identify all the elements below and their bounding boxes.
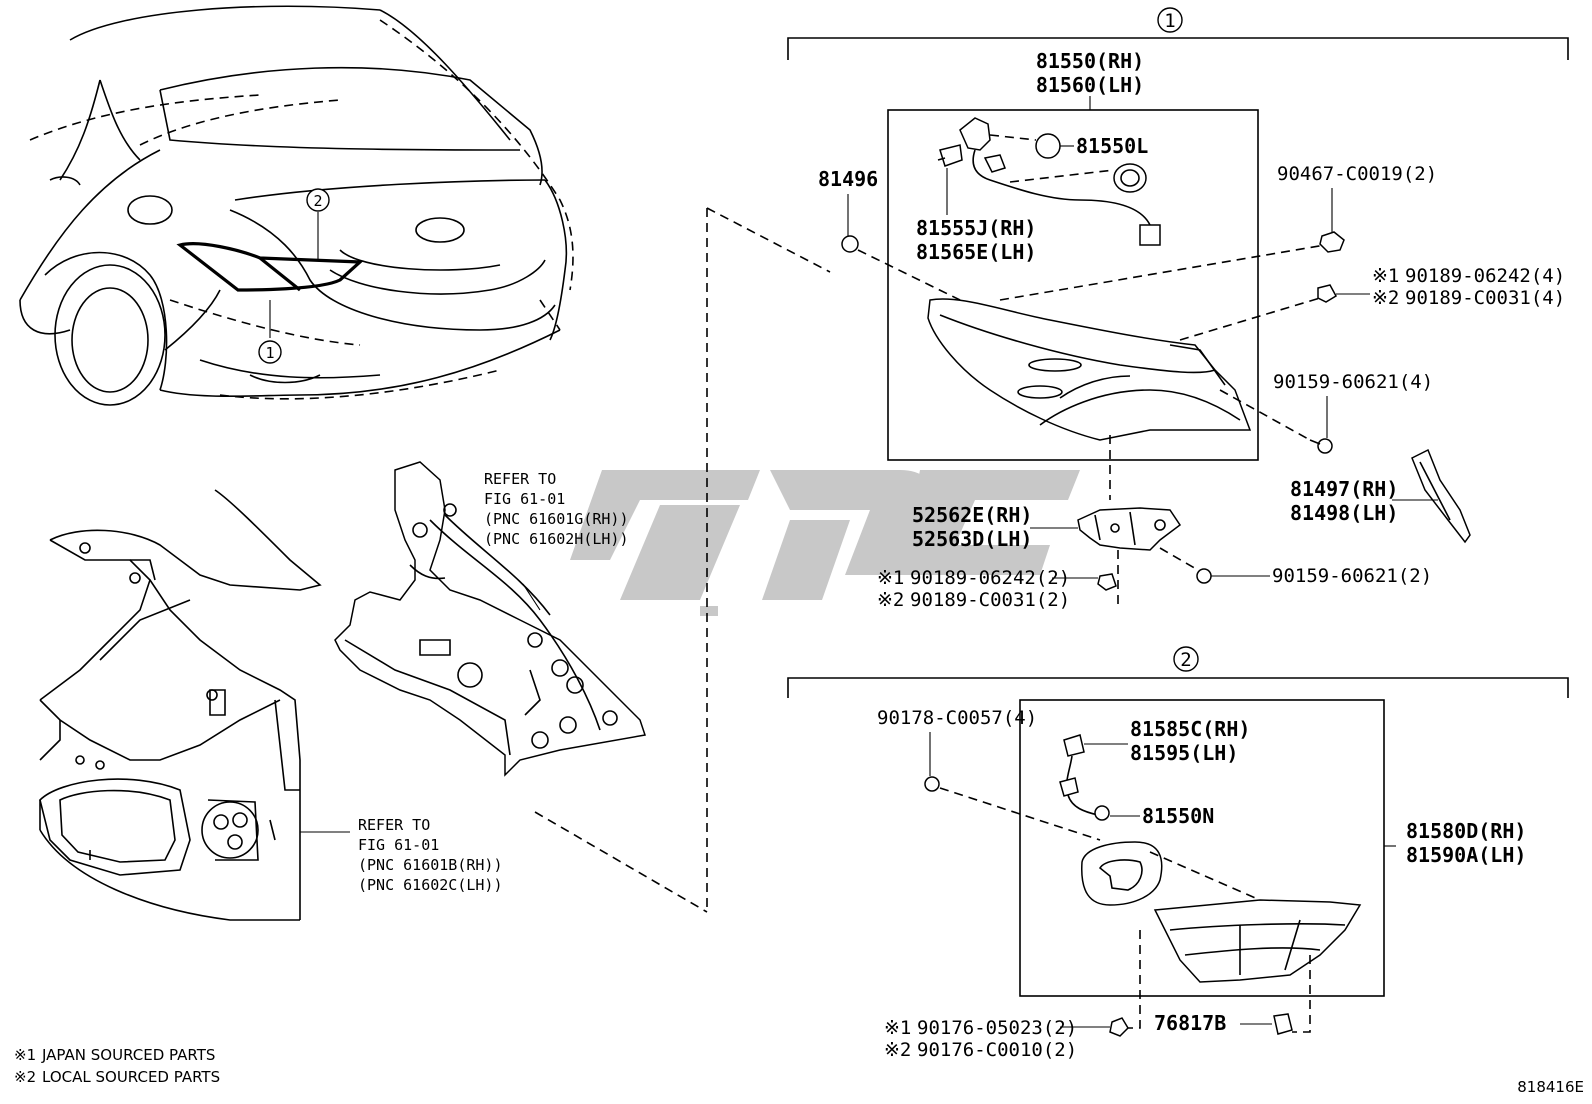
g2-nut bbox=[1109, 1017, 1129, 1037]
g1-bracket bbox=[1077, 507, 1182, 551]
g1-bracket-screw-1: 90189-06242(2) bbox=[910, 567, 1070, 589]
g1-nut-top-label: 90467-C0019(2) bbox=[1277, 163, 1437, 185]
connector-dash-bottom bbox=[534, 811, 708, 913]
figure-code: 818416E bbox=[1517, 1078, 1584, 1096]
g2-assembly-rh: 81580D(RH) bbox=[1406, 819, 1526, 843]
g1-bracket-screw-mark1: ※1 bbox=[877, 567, 904, 589]
g1-bracket-screw-mark2: ※2 bbox=[877, 589, 904, 611]
g2-clip-dash bbox=[939, 787, 1101, 841]
svg-text:(PNC 61601B(RH)): (PNC 61601B(RH)) bbox=[358, 856, 503, 874]
g2-bulb-label: 81550N bbox=[1142, 804, 1214, 828]
g1-grommet-dash bbox=[1009, 169, 1115, 183]
g1-bolt-shank bbox=[1309, 439, 1321, 445]
car-callout-1: 1 bbox=[258, 340, 282, 364]
g2-retainer bbox=[1273, 1013, 1293, 1035]
g2-nut-mark1: ※1 bbox=[884, 1017, 911, 1039]
g1-bulb-label: 81550L bbox=[1076, 134, 1148, 158]
g1-screw-dash bbox=[1179, 297, 1321, 341]
g2-clip bbox=[924, 776, 940, 792]
g2-nut-mark2: ※2 bbox=[884, 1039, 911, 1061]
g1-assembly-rh: 81550(RH) bbox=[1036, 49, 1144, 73]
g1-nut-dash bbox=[999, 244, 1326, 301]
g1-screw-right-1: 90189-06242(4) bbox=[1405, 265, 1565, 287]
footnotes: ※1 JAPAN SOURCED PARTS ※2 LOCAL SOURCED … bbox=[14, 1046, 220, 1086]
g1-bracket-bolt bbox=[1196, 568, 1212, 584]
svg-text:(PNC 61602C(LH)): (PNC 61602C(LH)) bbox=[358, 876, 503, 894]
g1-bracket-rh: 52562E(RH) bbox=[912, 503, 1032, 527]
footnote-1-text: JAPAN SOURCED PARTS bbox=[41, 1046, 215, 1064]
body-panel-illustration bbox=[39, 489, 322, 921]
refer-upper: REFER TO FIG 61-01 (PNC 61601G(RH)) (PNC… bbox=[484, 470, 629, 548]
g1-bulb bbox=[1035, 133, 1061, 159]
refer-lower: REFER TO FIG 61-01 (PNC 61601B(RH)) (PNC… bbox=[358, 816, 503, 894]
footnote-2-mark: ※2 bbox=[14, 1068, 36, 1086]
g1-screw-right-2: 90189-C0031(4) bbox=[1405, 287, 1565, 309]
g2-assembly-lh: 81590A(LH) bbox=[1406, 843, 1526, 867]
footnote-1-mark: ※1 bbox=[14, 1046, 36, 1064]
g2-retainer-label: 76817B bbox=[1154, 1011, 1226, 1035]
g1-screw-right-mark2: ※2 bbox=[1372, 287, 1399, 309]
g2-socket-lh: 81595(LH) bbox=[1130, 741, 1238, 765]
refer-upper-leader bbox=[522, 583, 541, 611]
svg-text:(PNC 61601G(RH)): (PNC 61601G(RH)) bbox=[484, 510, 629, 528]
g1-socket-wire bbox=[937, 117, 1161, 246]
g1-screw-right-mark1: ※1 bbox=[1372, 265, 1399, 287]
g1-bolt-dash bbox=[1219, 389, 1311, 441]
g1-grommet bbox=[1113, 163, 1147, 193]
g1-bolt-label: 90159-60621(4) bbox=[1273, 371, 1433, 393]
g1-bracket-screw-2: 90189-C0031(2) bbox=[910, 589, 1070, 611]
g2-gasket-dash bbox=[1149, 851, 1261, 901]
g2-gasket bbox=[1081, 841, 1163, 906]
g1-bracket-screw bbox=[1097, 573, 1117, 591]
g2-nut-dash bbox=[1120, 930, 1141, 1029]
g2-nut-1: 90176-05023(2) bbox=[917, 1017, 1077, 1039]
g1-socket-rh: 81555J(RH) bbox=[916, 216, 1036, 240]
svg-text:2: 2 bbox=[1180, 649, 1191, 671]
g2-socket-rh: 81585C(RH) bbox=[1130, 717, 1250, 741]
svg-text:1: 1 bbox=[1164, 10, 1175, 32]
svg-text:REFER TO: REFER TO bbox=[484, 470, 556, 488]
g1-cushion-label: 81496 bbox=[818, 167, 878, 191]
rear-panel-piece bbox=[334, 461, 646, 777]
group1-detail-box bbox=[887, 109, 1259, 461]
g2-clip-label: 90178-C0057(4) bbox=[877, 707, 1037, 729]
g1-assembly-lh: 81560(LH) bbox=[1036, 73, 1144, 97]
vehicle-rear-view bbox=[19, 5, 574, 406]
svg-text:(PNC 61602H(LH)): (PNC 61602H(LH)) bbox=[484, 530, 629, 548]
g2-inner-lamp bbox=[1153, 899, 1362, 983]
group1-bracket: 1 bbox=[787, 7, 1569, 60]
watermark-logo bbox=[570, 470, 1080, 616]
g1-bracket-bolt-dash bbox=[1159, 547, 1199, 571]
g2-nut-2: 90176-C0010(2) bbox=[917, 1039, 1077, 1061]
g1-bracket-bolt-label: 90159-60621(2) bbox=[1272, 565, 1432, 587]
g1-bulb-dash bbox=[989, 134, 1037, 141]
group2-bracket: 2 bbox=[787, 646, 1569, 698]
connector-dash-top bbox=[706, 207, 831, 273]
g1-screw-right bbox=[1317, 284, 1338, 303]
g1-nut-top bbox=[1319, 231, 1345, 253]
g2-retainer-dash bbox=[1292, 955, 1311, 1033]
group2-detail-box bbox=[1019, 699, 1385, 997]
g2-socket-wire bbox=[1059, 734, 1110, 821]
g1-cushion-dash bbox=[857, 249, 961, 301]
g1-socket-lh: 81565E(LH) bbox=[916, 240, 1036, 264]
svg-text:1: 1 bbox=[265, 344, 274, 362]
g1-tail-lamp-lens bbox=[927, 298, 1252, 441]
g1-cover-lh: 81498(LH) bbox=[1290, 501, 1398, 525]
svg-text:FIG 61-01: FIG 61-01 bbox=[484, 490, 565, 508]
g1-bolt bbox=[1317, 438, 1333, 454]
g1-cushion bbox=[841, 235, 859, 253]
g1-cover bbox=[1411, 448, 1471, 544]
g1-cover-rh: 81497(RH) bbox=[1290, 477, 1398, 501]
footnote-2-text: LOCAL SOURCED PARTS bbox=[42, 1068, 220, 1086]
svg-text:FIG 61-01: FIG 61-01 bbox=[358, 836, 439, 854]
car-callout-2: 2 bbox=[306, 188, 330, 212]
svg-text:2: 2 bbox=[313, 192, 322, 210]
svg-text:REFER TO: REFER TO bbox=[358, 816, 430, 834]
g1-bracket-lh: 52563D(LH) bbox=[912, 527, 1032, 551]
